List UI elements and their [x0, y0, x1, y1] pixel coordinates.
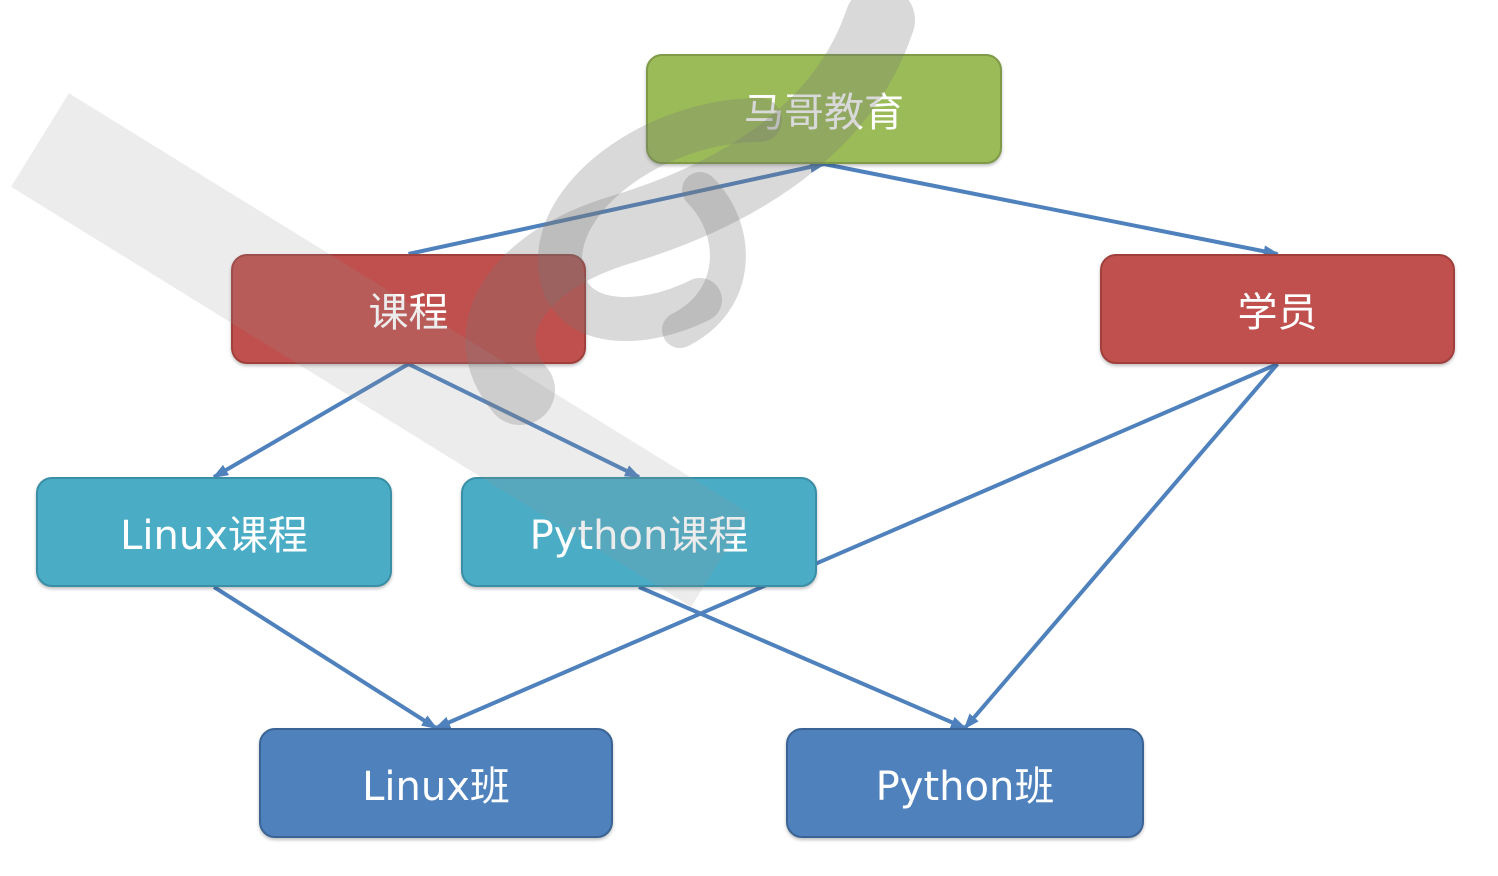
- node-student-label: 学员: [1237, 290, 1318, 336]
- edge-student-to-python_class: [963, 362, 1280, 730]
- node-linux-course-label: Linux课程: [120, 513, 308, 559]
- edge-python_course-to-python_class: [638, 585, 967, 730]
- node-python-course-label: Python课程: [529, 513, 749, 559]
- edge-student-to-linux_class: [434, 362, 1279, 730]
- node-course-label: 课程: [368, 290, 449, 336]
- node-python-class-label: Python班: [875, 764, 1055, 810]
- node-python-class: Python班: [786, 728, 1144, 838]
- edge-course-to-python_course: [407, 362, 641, 479]
- edges-layer: [212, 161, 1280, 730]
- node-linux-class-label: Linux班: [362, 764, 510, 810]
- node-linux-course: Linux课程: [36, 477, 392, 587]
- edge-course-to-linux_course: [212, 362, 410, 479]
- node-python-course: Python课程: [461, 477, 817, 587]
- edge-root-to-student: [823, 162, 1280, 258]
- node-course: 课程: [231, 254, 586, 364]
- node-linux-class: Linux班: [259, 728, 613, 838]
- node-root: 马哥教育: [646, 54, 1002, 164]
- node-student: 学员: [1100, 254, 1455, 364]
- edge-course-to-root: [408, 161, 826, 256]
- node-root-label: 马哥教育: [744, 90, 904, 136]
- edge-linux_course-to-linux_class: [212, 585, 438, 730]
